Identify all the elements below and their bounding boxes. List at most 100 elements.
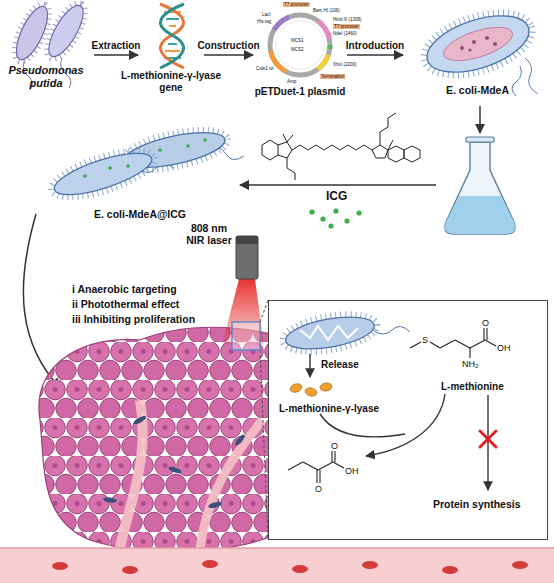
block-mark bbox=[480, 431, 496, 447]
annotation-text: iii Inhibiting proliferation bbox=[72, 313, 195, 325]
plasmid-feature: Cole1 ori bbox=[256, 66, 274, 71]
pseudomonas-bacteria bbox=[42, 1, 89, 62]
icg-dots bbox=[344, 218, 349, 223]
icg-loaded-bacteria bbox=[108, 166, 112, 170]
icg-molecule bbox=[262, 113, 420, 180]
annotation-text: OH bbox=[345, 466, 359, 476]
annotation-text: O bbox=[315, 484, 322, 494]
methionine-structure bbox=[485, 340, 496, 346]
ecoli-bacterium bbox=[416, 1, 539, 87]
block-mark bbox=[480, 431, 496, 447]
bacterium-panel: E. coli-MdeA bbox=[405, 0, 550, 100]
icg-dots bbox=[333, 208, 338, 213]
icg-dots bbox=[309, 209, 314, 214]
icg-dots bbox=[320, 216, 325, 221]
flow-arrow bbox=[23, 214, 60, 388]
plasmid-feature: T7 promoter bbox=[333, 24, 360, 29]
pseudomonas-bacteria bbox=[8, 0, 92, 90]
lysed-bacterium bbox=[280, 308, 410, 358]
icg-molecule bbox=[372, 145, 388, 158]
icg-dots bbox=[309, 208, 361, 228]
node-label: E. coli-MdeA bbox=[405, 84, 550, 96]
zoom-callout bbox=[268, 300, 548, 540]
gene-panel: L-methionine-γ-lyase gene bbox=[140, 0, 202, 95]
icg-dots bbox=[356, 210, 361, 215]
reaction-arrow bbox=[487, 395, 488, 490]
ecoli-bacterium bbox=[420, 5, 536, 83]
pseudomonas-bacteria bbox=[40, 0, 92, 64]
icg-loaded-bacteria bbox=[83, 174, 87, 178]
ecoli-bacterium bbox=[440, 21, 517, 68]
plasmid-feature: MCS1 bbox=[291, 38, 304, 43]
node-label: Pseudomonas putida bbox=[0, 64, 92, 89]
tumor-bacteria bbox=[208, 501, 223, 509]
plasmid-feature: NdeI (1460) bbox=[333, 31, 357, 36]
lysed-bacterium bbox=[300, 326, 358, 340]
plasmid-map bbox=[270, 15, 330, 75]
tumor-bacteria bbox=[103, 496, 118, 503]
ketobutyrate-structure bbox=[318, 462, 333, 470]
ketobutyrate-structure bbox=[333, 462, 344, 468]
icg-dots bbox=[328, 223, 333, 228]
plasmid-map bbox=[270, 15, 330, 75]
icg-molecule bbox=[388, 146, 404, 162]
icg-molecule bbox=[380, 113, 396, 145]
ecoli-bacterium bbox=[493, 42, 497, 46]
lysed-bacterium bbox=[283, 311, 376, 354]
ecoli-bacterium bbox=[472, 40, 476, 44]
release-arrow bbox=[309, 354, 310, 377]
node-label: Protein synthesis bbox=[433, 498, 521, 510]
plasmid-map bbox=[270, 15, 330, 75]
plasmid-feature: MCS2 bbox=[291, 47, 304, 52]
process-arrow bbox=[204, 54, 253, 56]
dna-helix bbox=[160, 4, 184, 68]
ecoli-bacterium bbox=[512, 66, 521, 96]
blood-vessel bbox=[52, 562, 68, 570]
nir-laser bbox=[236, 236, 258, 244]
tumor-bacteria bbox=[103, 414, 247, 509]
icg-molecule bbox=[287, 135, 293, 142]
methionine-structure bbox=[440, 340, 455, 348]
lysed-bacterium bbox=[280, 308, 380, 358]
plasmid-map bbox=[276, 21, 324, 69]
ecoli-bacterium bbox=[485, 36, 489, 40]
methionine-structure bbox=[410, 342, 421, 348]
ketobutyrate-structure bbox=[288, 451, 344, 483]
plasmid-map bbox=[270, 15, 330, 75]
plasmid-feature: Termination bbox=[320, 74, 345, 79]
icg-loaded-bacteria bbox=[158, 148, 162, 152]
node-label: L-methionine-γ-lyase bbox=[279, 403, 379, 415]
enzyme-icons bbox=[304, 387, 318, 398]
blood-vessel bbox=[512, 561, 528, 569]
arrow-label: Extraction bbox=[80, 40, 152, 52]
dna-helix bbox=[168, 43, 177, 45]
blood-vessel bbox=[200, 420, 262, 548]
blood-vessel bbox=[292, 565, 308, 573]
annotation-text: ICG bbox=[326, 190, 347, 204]
icg-loaded-bacteria bbox=[186, 144, 190, 148]
methionine-structure bbox=[430, 342, 440, 348]
node-label: Release bbox=[321, 359, 359, 371]
zoom-callout bbox=[232, 300, 548, 540]
plasmid-feature: LacI bbox=[262, 12, 271, 17]
icg-loaded-bacteria bbox=[46, 122, 244, 207]
ketobutyrate-structure bbox=[319, 470, 320, 483]
methionine-structure bbox=[483, 328, 484, 340]
ketobutyrate-structure bbox=[303, 462, 318, 470]
enzyme-icons bbox=[289, 382, 303, 394]
arrow-label: Construction bbox=[190, 40, 267, 52]
flow-arrow bbox=[240, 184, 436, 186]
inset-box: ReleaseL-methionine-γ-lyaseL-methionineP… bbox=[268, 300, 548, 540]
tumor-bacteria bbox=[168, 465, 183, 474]
ketobutyrate-structure bbox=[288, 462, 303, 470]
bacterium-panel: E. coli-MdeA@ICG bbox=[45, 120, 235, 220]
arrow-label: Introduction bbox=[333, 40, 417, 52]
plasmid-feature: XhoI (2200) bbox=[333, 62, 357, 67]
blood-vessel bbox=[0, 547, 554, 549]
nir-laser bbox=[236, 236, 258, 279]
methionine-structure bbox=[455, 340, 470, 348]
icg-molecule bbox=[287, 158, 295, 180]
blood-vessel bbox=[442, 566, 458, 574]
